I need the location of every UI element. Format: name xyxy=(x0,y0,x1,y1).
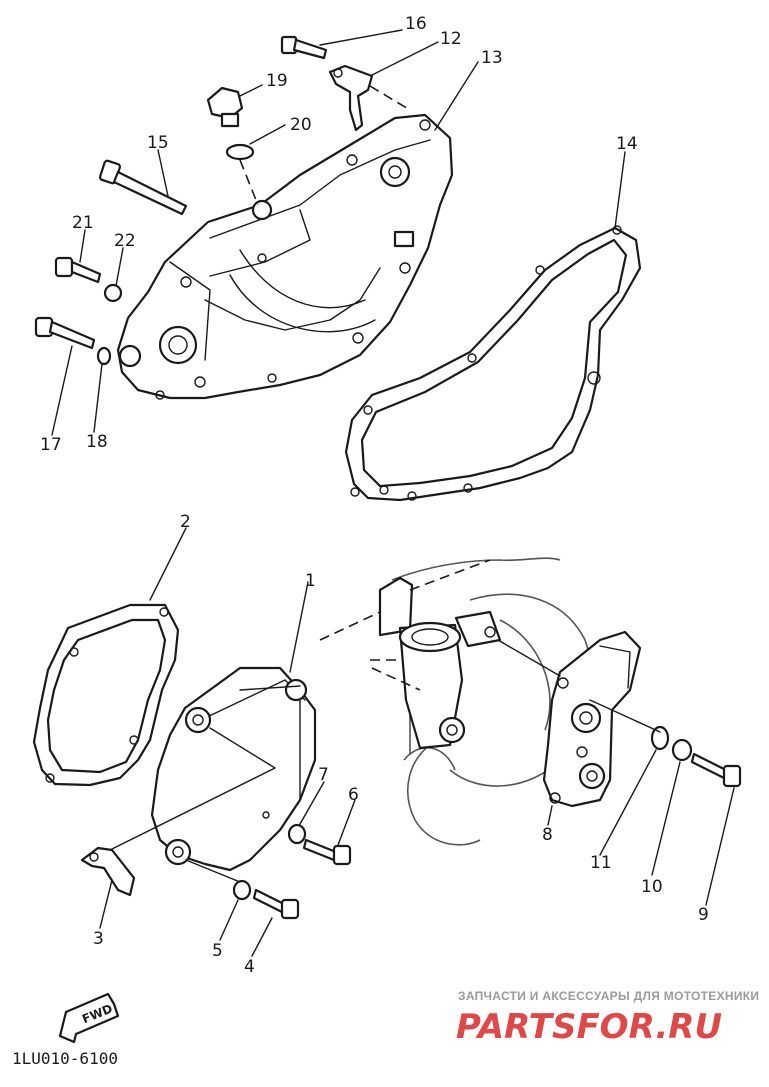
engine-outline xyxy=(319,557,593,846)
callout-4: 4 xyxy=(244,957,255,977)
watermark: ЗАПЧАСТИ И АКСЕССУАРЫ ДЛЯ МОТОТЕХНИКИ PA… xyxy=(456,989,759,1047)
leader-lines-lower xyxy=(99,527,735,957)
bolt-part-17 xyxy=(34,316,96,350)
bolt-part-16 xyxy=(280,35,328,60)
bolt-part-15 xyxy=(98,159,188,216)
callout-1: 1 xyxy=(305,571,316,591)
callout-19: 19 xyxy=(266,71,288,91)
bracket-part-12 xyxy=(328,64,374,132)
callout-20: 20 xyxy=(290,115,312,135)
bolt-part-9 xyxy=(690,752,742,788)
callout-12: 12 xyxy=(440,29,462,49)
washer-part-22 xyxy=(103,283,123,303)
callout-9: 9 xyxy=(698,905,709,925)
watermark-top-text: ЗАПЧАСТИ И АКСЕССУАРЫ ДЛЯ МОТОТЕХНИКИ xyxy=(458,989,759,1003)
callout-22: 22 xyxy=(114,231,136,251)
callout-15: 15 xyxy=(147,133,169,153)
diagram-code: 1LU010-6100 xyxy=(12,1049,118,1068)
washer-part-18 xyxy=(96,346,112,366)
bracket-part-3 xyxy=(80,846,136,897)
callout-7: 7 xyxy=(318,765,329,785)
washer-part-7 xyxy=(287,823,307,845)
pump-cover-part-8 xyxy=(542,630,642,808)
callout-2: 2 xyxy=(180,512,191,532)
crankcase-cover-part-13 xyxy=(116,113,454,400)
fwd-arrow-icon: FWD xyxy=(58,992,120,1044)
callout-numbers: 1 2 3 4 5 6 7 8 9 10 11 12 13 14 15 16 1… xyxy=(40,14,709,977)
callout-17: 17 xyxy=(40,435,62,455)
callout-16: 16 xyxy=(405,14,427,34)
callout-18: 18 xyxy=(86,432,108,452)
oring-part-20 xyxy=(225,143,255,161)
watermark-brand: PARTSFOR.RU xyxy=(456,1007,722,1047)
callout-6: 6 xyxy=(348,785,359,805)
callout-10: 10 xyxy=(641,877,663,897)
plug-part-19 xyxy=(206,86,244,128)
callout-8: 8 xyxy=(542,825,553,845)
bolt-part-4 xyxy=(252,888,300,920)
callout-14: 14 xyxy=(616,134,638,154)
callout-5: 5 xyxy=(212,941,223,961)
washer-part-11 xyxy=(650,725,670,751)
bolt-part-6 xyxy=(302,838,352,866)
leader-lines-upper xyxy=(51,29,626,436)
callout-3: 3 xyxy=(93,929,104,949)
callout-21: 21 xyxy=(72,213,94,233)
callout-11: 11 xyxy=(590,853,612,873)
gasket-part-2 xyxy=(32,603,180,787)
gasket-part-14 xyxy=(344,225,642,502)
washer-part-10 xyxy=(671,738,693,762)
cover-part-1 xyxy=(150,666,317,872)
washer-part-5 xyxy=(232,879,252,901)
callout-13: 13 xyxy=(481,48,503,68)
bolt-part-21 xyxy=(54,256,102,284)
